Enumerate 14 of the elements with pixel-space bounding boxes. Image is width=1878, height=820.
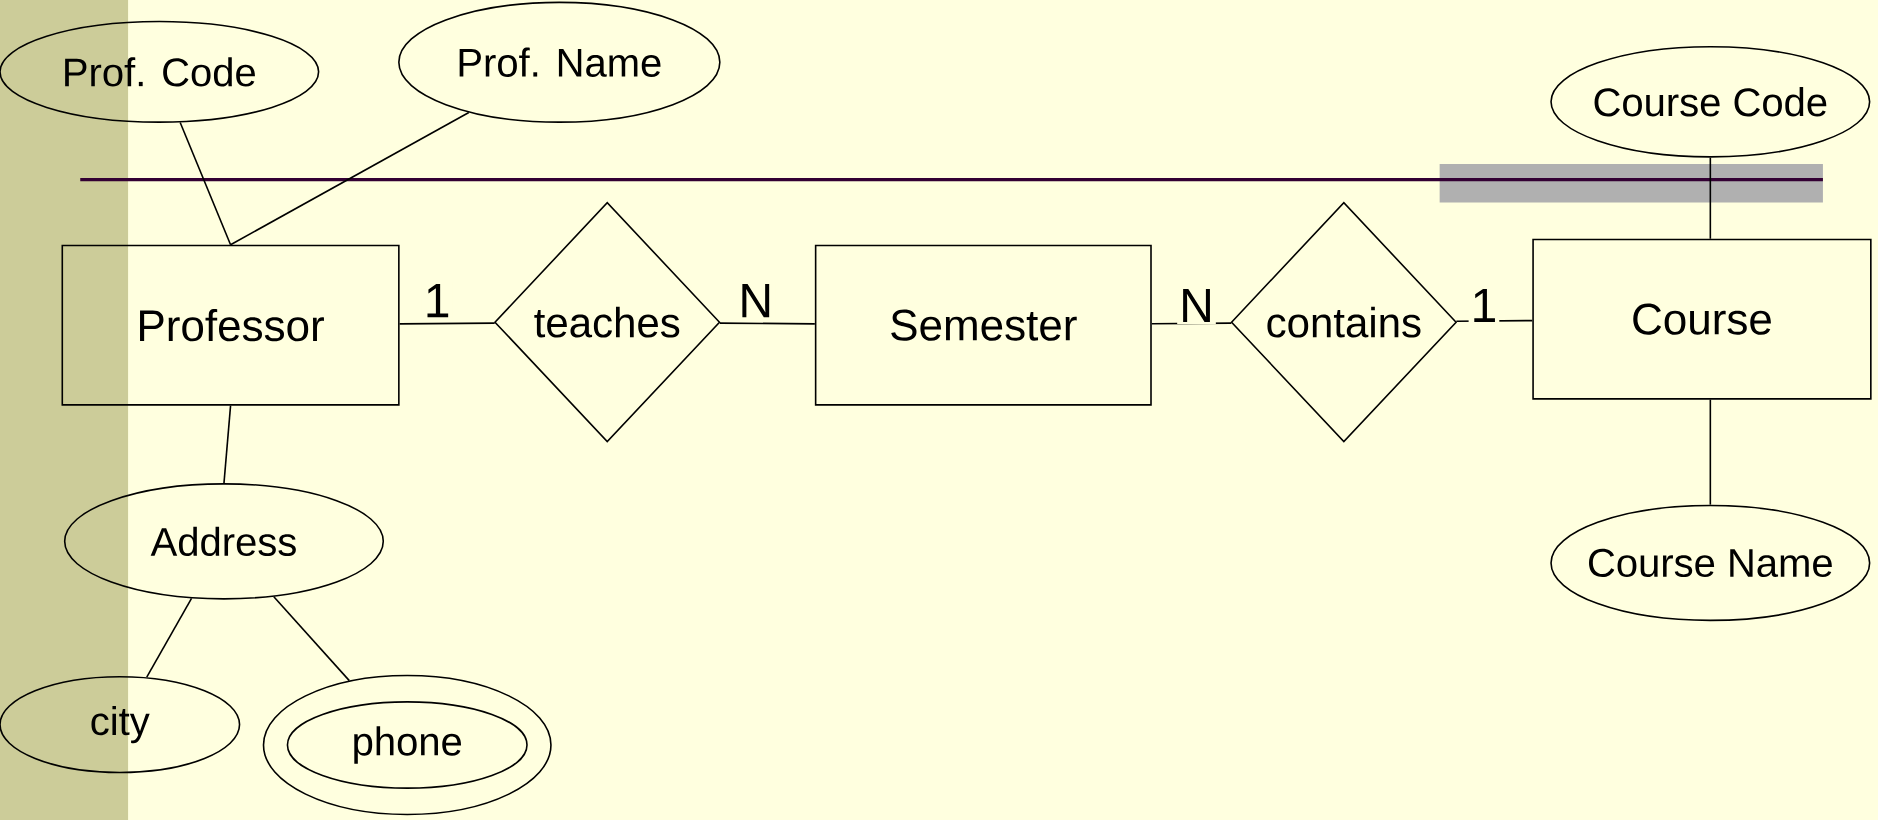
connector-line [273, 595, 351, 682]
connector-line [179, 121, 232, 246]
connector-line [719, 322, 816, 325]
entity-box: Professor [61, 244, 400, 406]
cardinality-label: N [1177, 286, 1216, 324]
connector-line [1709, 156, 1712, 240]
connector-line [223, 404, 232, 484]
connector-line [1709, 398, 1712, 506]
connector-line [229, 111, 470, 246]
entity-box: Semester [814, 244, 1152, 406]
cardinality-label: N [736, 281, 776, 319]
connector-line [398, 322, 496, 325]
entity-box: Course [1532, 238, 1872, 400]
connector-line [145, 597, 193, 678]
